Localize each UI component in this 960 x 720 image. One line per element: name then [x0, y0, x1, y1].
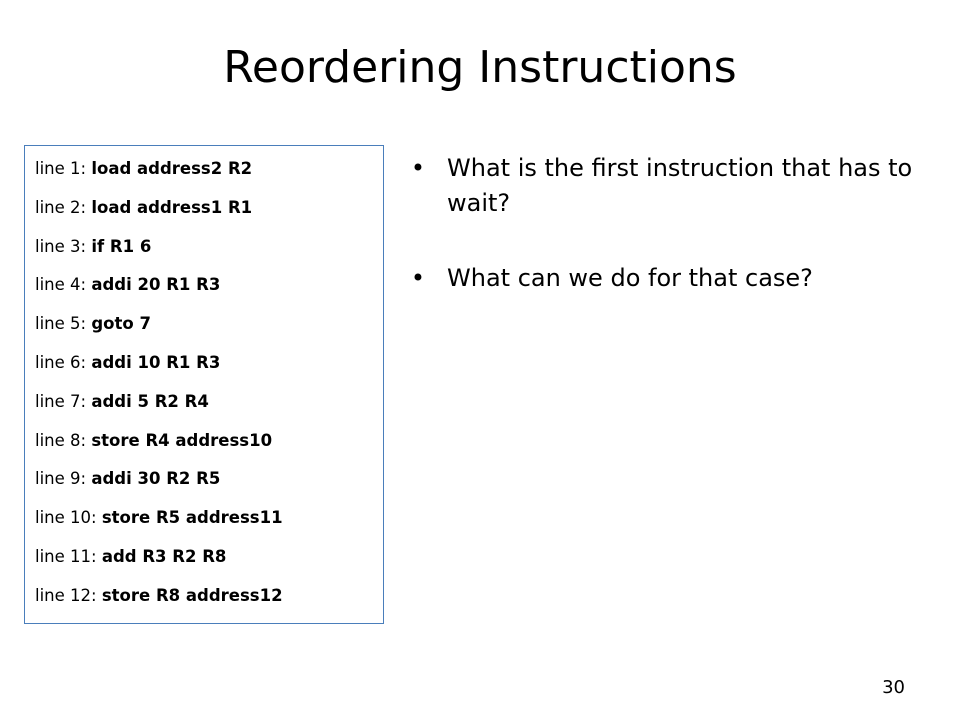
line-prefix: line 7: [35, 391, 92, 411]
line-prefix: line 1: [35, 159, 92, 178]
line-instruction: if R1 6 [91, 236, 152, 256]
code-line: line 11: add R3 R2 R8 [35, 538, 383, 577]
code-line: line 10: store R5 address11 [35, 499, 383, 538]
code-line: line 5: goto 7 [35, 305, 383, 344]
line-prefix: line 3: [35, 236, 92, 256]
line-instruction: load address1 R1 [91, 197, 253, 217]
line-instruction: load address2 R2 [91, 159, 253, 178]
line-instruction: addi 30 R2 R5 [91, 469, 221, 489]
question-text: What is the first instruction that has t… [447, 154, 913, 217]
line-instruction: addi 20 R1 R3 [91, 275, 221, 295]
code-line: line 9: addi 30 R2 R5 [35, 460, 383, 499]
line-prefix: line 9: [35, 469, 92, 489]
code-line: line 7: addi 5 R2 R4 [35, 383, 383, 422]
line-prefix: line 11: [35, 546, 102, 566]
question-text: What can we do for that case? [447, 264, 813, 292]
code-line: line 1: load address2 R2 [35, 150, 383, 189]
line-prefix: line 5: [35, 314, 92, 334]
code-line: line 6: addi 10 R1 R3 [35, 344, 383, 383]
question-item: • What can we do for that case? [404, 261, 944, 296]
code-line: line 12: store R8 address12 [35, 577, 383, 616]
bullet-icon: • [410, 264, 426, 292]
line-instruction: store R8 address12 [101, 585, 283, 605]
line-prefix: line 12: [35, 585, 102, 605]
line-prefix: line 2: [35, 197, 92, 217]
slide-title: Reordering Instructions [223, 42, 737, 93]
bullet-icon: • [410, 154, 426, 182]
slide-number: 30 [882, 677, 905, 698]
code-line: line 4: addi 20 R1 R3 [35, 266, 383, 305]
question-list: • What is the first instruction that has… [404, 151, 944, 336]
line-prefix: line 10: [35, 508, 102, 528]
question-item: • What is the first instruction that has… [404, 151, 944, 221]
code-line: line 3: if R1 6 [35, 228, 383, 267]
line-prefix: line 4: [35, 275, 92, 295]
line-instruction: addi 5 R2 R4 [91, 391, 209, 411]
line-instruction: store R5 address11 [101, 508, 283, 528]
line-instruction: addi 10 R1 R3 [91, 352, 221, 372]
line-instruction: goto 7 [91, 314, 151, 334]
code-line: line 2: load address1 R1 [35, 189, 383, 228]
code-listing-box: line 1: load address2 R2 line 2: load ad… [24, 145, 384, 624]
line-prefix: line 6: [35, 352, 92, 372]
code-line: line 8: store R4 address10 [35, 422, 383, 461]
line-prefix: line 8: [35, 430, 92, 450]
line-instruction: store R4 address10 [91, 430, 273, 450]
line-instruction: add R3 R2 R8 [101, 546, 227, 566]
